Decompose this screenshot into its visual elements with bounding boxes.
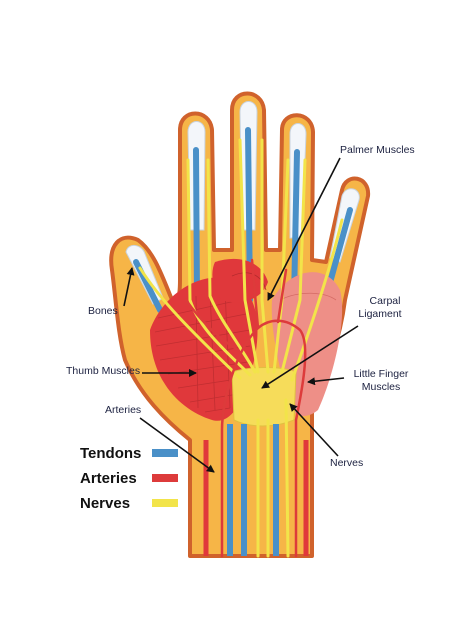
label-little-finger-muscles-line2: Muscles: [362, 381, 401, 393]
forearm-tendons: [227, 424, 279, 556]
label-bones: Bones: [88, 305, 118, 317]
legend-swatch-nerves: [152, 499, 178, 507]
legend-label-arteries: Arteries: [80, 470, 137, 487]
label-nerves: Nerves: [330, 457, 363, 469]
pointer-lines: [123, 157, 359, 473]
label-carpal-ligament-line1: Carpal: [370, 295, 401, 307]
label-little-finger-muscles-line1: Little Finger: [354, 368, 409, 380]
legend-label-nerves: Nerves: [80, 495, 130, 512]
label-arteries: Arteries: [105, 404, 141, 416]
label-thumb-muscles: Thumb Muscles: [66, 365, 140, 377]
nerves: [138, 138, 344, 558]
label-palmer-muscles: Palmer Muscles: [340, 144, 415, 156]
arteries: [184, 258, 307, 558]
legend-label-tendons: Tendons: [80, 445, 141, 462]
forearm-muscle-bands: [203, 440, 309, 556]
legend: Tendons Arteries Nerves: [80, 445, 178, 512]
label-carpal-ligament-line2: Ligament: [358, 308, 401, 320]
legend-swatch-tendons: [152, 449, 178, 457]
legend-swatch-arteries: [152, 474, 178, 482]
